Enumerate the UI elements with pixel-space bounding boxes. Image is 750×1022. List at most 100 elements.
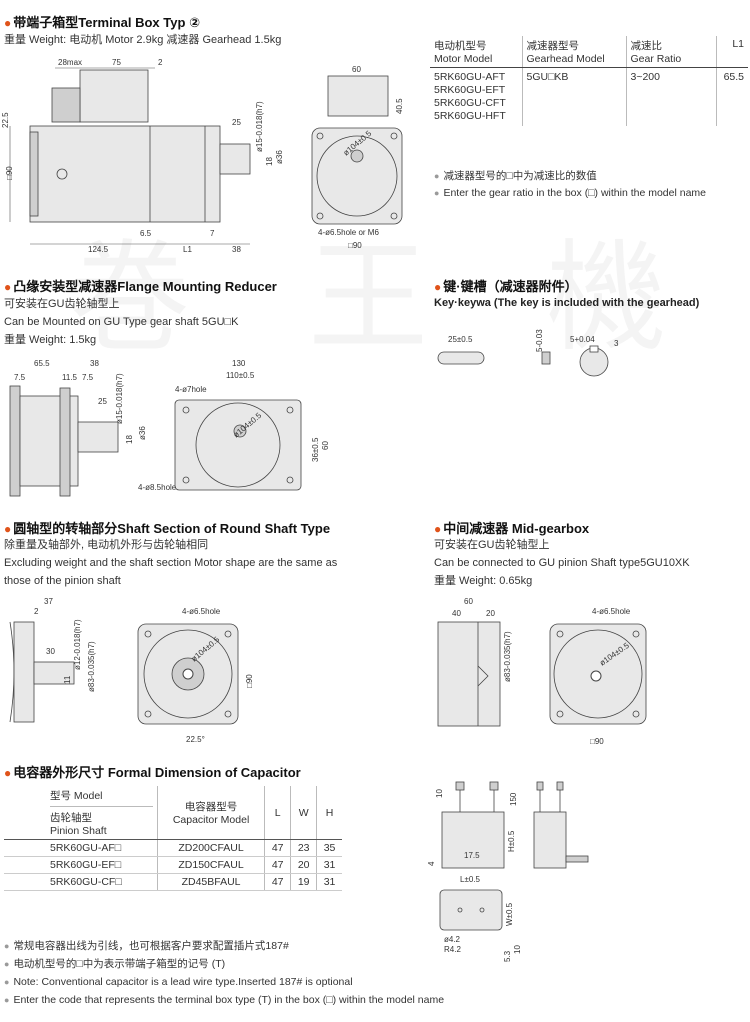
table-row: 5RK60GU-CF□ ZD45BFAUL 47 19 31 [4, 873, 342, 891]
dim-hole-6-5: 4-ø6.5hole [592, 607, 631, 616]
dim-30: 30 [46, 647, 55, 656]
round-shaft-line2: Excluding weight and the shaft section M… [4, 557, 338, 569]
dim-150: 150 [509, 792, 518, 806]
bullet-icon: ● [4, 522, 12, 536]
mid-gearbox-line2: Can be connected to GU pinion Shaft type… [434, 557, 690, 569]
gear-ratio-cell: 3~200 [625, 67, 716, 126]
mid-gearbox-weight: 重量 Weight: 0.65kg [434, 575, 533, 587]
dim-hole-6-5: 4-ø6.5hole [182, 607, 221, 616]
section-capacitor-title: ●电容器外形尺寸 Formal Dimension of Capacitor [4, 765, 301, 780]
dim-60: 60 [464, 597, 473, 606]
col-l1: L1 [715, 36, 748, 68]
dim-5-003: 5-0.03 [535, 329, 544, 352]
dim-hole-m6: 4-ø6.5hole or M6 [318, 228, 379, 237]
dim-83-h7: ø83-0.035(h7) [87, 641, 96, 692]
terminal-box-drawing: 28max 75 2 22.5 □90 25 ø15-0.018(h7) 18 … [1, 58, 404, 254]
flange-line2: Can be Mounted on GU Type gear shaft 5GU… [4, 316, 239, 328]
dim-22-5: 22.5 [1, 112, 10, 128]
dim-12-h7: ø12-0.018(h7) [73, 619, 82, 670]
dim-65-5: 65.5 [34, 359, 50, 368]
dim-7-5b: 7.5 [82, 373, 94, 382]
round-shaft-line3: those of the pinion shaft [4, 575, 121, 587]
dim-130: 130 [232, 359, 246, 368]
table-row: 5RK60GU-EF□ ZD150CFAUL 47 20 31 [4, 856, 342, 874]
spec-note-en: ●Enter the gear ratio in the box (□) wit… [434, 187, 706, 199]
dim-90: □90 [590, 737, 604, 746]
dim-5-004: 5+0.04 [570, 335, 595, 344]
dim-60: 60 [321, 441, 330, 450]
dim-r4-2: R4.2 [444, 945, 461, 954]
dim-18: 18 [265, 157, 274, 166]
dim-hole-7: 4-ø7hole [175, 385, 207, 394]
dim-W: W±0.5 [505, 902, 514, 926]
capacitor-drawing: 10 150 H±0.5 4 17.5 L±0.5 W±0.5 ø4.2 R4.… [427, 781, 589, 962]
capacitor-note-3: ●Note: Conventional capacitor is a lead … [4, 976, 353, 988]
key-drawing: 25±0.5 5-0.03 5+0.04 3 [437, 329, 619, 377]
section-terminal-box-title: ●带端子箱型Terminal Box Typ ② [4, 15, 201, 30]
flange-line1: 可安装在GU齿轮轴型上 [4, 298, 120, 310]
dim-75: 75 [112, 58, 121, 67]
col-W: W [290, 786, 317, 840]
dim-L: L±0.5 [460, 875, 481, 884]
dim-36: ø36 [138, 426, 147, 440]
table-row: 5RK60GU-AF□ ZD200CFAUL 47 23 35 [4, 839, 342, 857]
dim-83-h7: ø83-0.035(h7) [503, 631, 512, 682]
dim-28max: 28max [58, 58, 82, 67]
dim-H: H±0.5 [507, 830, 516, 852]
dim-90-bottom: □90 [348, 241, 362, 250]
dim-3: 3 [614, 339, 619, 348]
bullet-icon: ● [434, 280, 442, 294]
dim-hole-8-5: 4-ø8.5hole [138, 483, 177, 492]
dim-18: 18 [125, 435, 134, 444]
dim-20: 20 [486, 609, 495, 618]
dim-11-5: 11.5 [62, 373, 78, 382]
dim-7: 7 [210, 229, 215, 238]
bullet-icon: ● [4, 16, 12, 30]
dim-25: 25 [98, 397, 107, 406]
flange-drawing: 65.5 38 7.5 11.5 7.5 25 ø15-0.018(h7) 18… [9, 359, 330, 497]
dim-2: 2 [158, 58, 163, 67]
bullet-icon: ● [434, 522, 442, 536]
bullet-icon: ● [4, 280, 12, 294]
dim-5-3: 5.3 [503, 950, 512, 962]
dim-36: ø36 [275, 150, 284, 164]
section-round-shaft-title: ●圆轴型的转轴部分Shaft Section of Round Shaft Ty… [4, 521, 331, 536]
round-shaft-drawing: 37 2 30 ø12-0.018(h7) 11 ø83-0.035(h7) 4… [9, 597, 254, 744]
mid-gearbox-drawing: 60 40 20 ø83-0.035(h7) 4-ø6.5hole ø104±0… [437, 597, 647, 746]
bullet-icon: ● [4, 766, 12, 780]
dim-4: 4 [427, 861, 436, 866]
col-L: L [264, 786, 291, 840]
capacitor-note-2: ●电动机型号的□中为表示带端子箱型的记号 (T) [4, 958, 226, 970]
dim-4-2-dia: ø4.2 [444, 935, 461, 944]
dim-90-left: □90 [5, 166, 14, 180]
section-key-title: ●键·键槽（减速器附件） [434, 279, 578, 294]
dim-15-h7: ø15-0.018(h7) [115, 373, 124, 424]
dim-38: 38 [232, 245, 241, 254]
section-flange-title: ●凸缘安装型减速器Flange Mounting Reducer [4, 279, 277, 294]
dim-60: 60 [352, 65, 361, 74]
dim-10b: 10 [513, 945, 522, 954]
dim-124-5: 124.5 [88, 245, 109, 254]
dim-15-h7: ø15-0.018(h7) [255, 101, 264, 152]
dim-11: 11 [63, 675, 72, 684]
dim-17-5: 17.5 [464, 851, 480, 860]
watermark: 巻 王 機 電 [70, 229, 750, 368]
capacitor-note-4: ●Enter the code that represents the term… [4, 994, 445, 1006]
round-shaft-line1: 除重量及轴部外, 电动机外形与齿轮轴相同 [4, 539, 209, 551]
gearhead-model-cell: 5GU□KB [521, 67, 626, 126]
dim-40: 40 [452, 609, 461, 618]
dim-25: 25 [232, 118, 241, 127]
dim-10: 10 [435, 789, 444, 798]
dim-38: 38 [90, 359, 99, 368]
l1-cell: 65.5 [715, 67, 748, 126]
section-mid-gearbox-title: ●中间减速器 Mid-gearbox [434, 521, 590, 536]
dim-90: □90 [245, 674, 254, 688]
col-H: H [316, 786, 342, 840]
